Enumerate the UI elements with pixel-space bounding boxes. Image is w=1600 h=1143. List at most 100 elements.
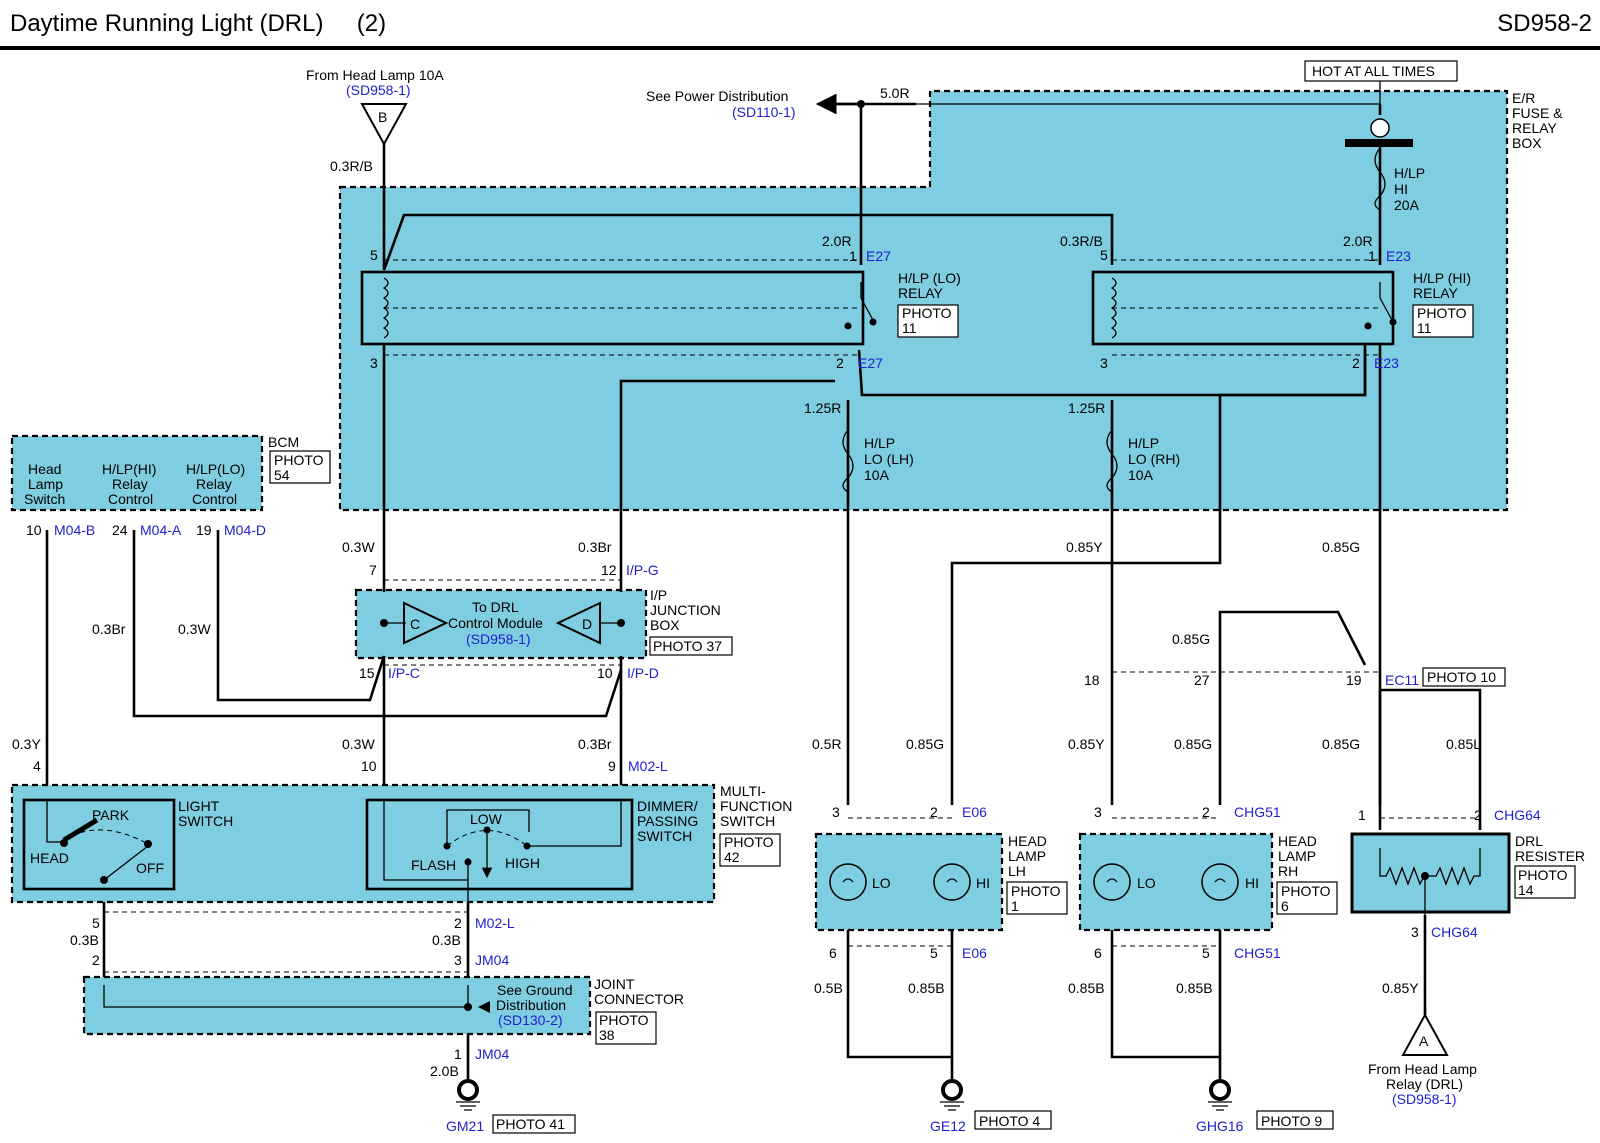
label: HI <box>1245 875 1259 891</box>
label: LO <box>872 875 891 891</box>
label: I/P-C <box>388 665 420 681</box>
label: 10 <box>597 665 613 681</box>
label: SWITCH <box>720 813 775 829</box>
label: To DRL <box>472 599 519 615</box>
label: PHOTO 37 <box>653 638 722 654</box>
label: 0.85B <box>1176 980 1213 996</box>
label: H/LP <box>864 435 895 451</box>
label: HEAD <box>1278 833 1317 849</box>
label: 0.3Br <box>578 539 612 555</box>
bcm-box <box>10 434 264 512</box>
label: 0.3Br <box>578 736 612 752</box>
label: 6 <box>829 945 837 961</box>
label: FUSE & <box>1512 105 1563 121</box>
label: PHOTO <box>1417 305 1467 321</box>
label: GE12 <box>930 1118 966 1134</box>
label: JOINT <box>594 976 635 992</box>
label: RELAY <box>898 285 944 301</box>
label: HEAD <box>30 850 69 866</box>
label: OFF <box>136 860 164 876</box>
label: E06 <box>962 804 987 820</box>
label: Relay (DRL) <box>1386 1076 1463 1092</box>
label: CHG51 <box>1234 945 1281 961</box>
label: RELAY <box>1413 285 1459 301</box>
label: GHG16 <box>1196 1118 1244 1134</box>
label: 2 <box>92 952 100 968</box>
label: LIGHT <box>178 798 220 814</box>
label: 7 <box>369 562 377 578</box>
label: 1 <box>849 248 857 264</box>
label: BOX <box>1512 135 1542 151</box>
label: Relay <box>196 476 232 492</box>
label: H/LP <box>1128 435 1159 451</box>
label: 10A <box>1128 467 1154 483</box>
label: 6 <box>1281 898 1289 914</box>
label: PHOTO 9 <box>1261 1113 1322 1129</box>
label: 24 <box>112 522 128 538</box>
splice-dot <box>857 100 865 108</box>
label: 5 <box>930 945 938 961</box>
joint-connector-box <box>82 975 592 1036</box>
label: PHOTO 41 <box>496 1116 565 1132</box>
label: 10 <box>26 522 42 538</box>
label: E27 <box>858 355 883 371</box>
label: 1 <box>1368 248 1376 264</box>
label: PHOTO <box>902 305 952 321</box>
label: PHOTO 10 <box>1427 669 1496 685</box>
label: LO <box>1137 875 1156 891</box>
label: 0.3Y <box>12 736 41 752</box>
label: Head <box>28 461 61 477</box>
label: 42 <box>724 849 740 865</box>
label: 2 <box>930 804 938 820</box>
label: CHG64 <box>1431 924 1478 940</box>
label: 5 <box>1100 247 1108 263</box>
label: CONNECTOR <box>594 991 684 1007</box>
label: DRL <box>1515 833 1543 849</box>
label: 0.5B <box>814 980 843 996</box>
label: LH <box>1008 863 1026 879</box>
label: 5 <box>1202 945 1210 961</box>
label: (SD958-1) <box>466 631 531 647</box>
label: SWITCH <box>637 828 692 844</box>
label: 5.0R <box>880 85 910 101</box>
label: LAMP <box>1008 848 1046 864</box>
label: 0.85Y <box>1382 980 1419 996</box>
label: 3 <box>832 804 840 820</box>
label: E23 <box>1386 248 1411 264</box>
label: D <box>582 616 592 632</box>
label: 1 <box>1358 807 1366 823</box>
label: HOT AT ALL TIMES <box>1312 63 1435 79</box>
ground-gm21 <box>456 1079 480 1111</box>
label: HEAD <box>1008 833 1047 849</box>
label: 2 <box>1202 804 1210 820</box>
page-title: Daytime Running Light (DRL) (2) <box>10 10 387 37</box>
label: C <box>410 616 420 632</box>
label: Switch <box>24 491 65 507</box>
label: I/P-D <box>627 665 659 681</box>
label: Control <box>108 491 153 507</box>
label: 1 <box>1011 898 1019 914</box>
label: 5 <box>370 247 378 263</box>
dimmer-passing-switch-icon <box>365 798 634 891</box>
label: PHOTO <box>1011 883 1061 899</box>
label: GM21 <box>446 1118 484 1134</box>
label: 1 <box>454 1046 462 1062</box>
label: Lamp <box>28 476 63 492</box>
label: 2 <box>1474 807 1482 823</box>
label: E27 <box>866 248 891 264</box>
label: 0.5R <box>812 736 842 752</box>
label: 11 <box>1417 320 1432 336</box>
label: Control Module <box>448 615 543 631</box>
label: 54 <box>274 467 290 483</box>
head-lamp-rh-box <box>1078 832 1274 932</box>
label: 18 <box>1084 672 1100 688</box>
label: LO (LH) <box>864 451 914 467</box>
label: I/P-G <box>626 562 659 578</box>
label: H/LP (LO) <box>898 270 961 286</box>
label: See Power Distribution <box>646 88 788 104</box>
label: Relay <box>112 476 148 492</box>
hlp-hi-relay <box>1091 270 1395 346</box>
label: From Head Lamp <box>1368 1061 1477 1077</box>
label: PASSING <box>637 813 698 829</box>
head-lamp-lh-box <box>814 832 1004 932</box>
